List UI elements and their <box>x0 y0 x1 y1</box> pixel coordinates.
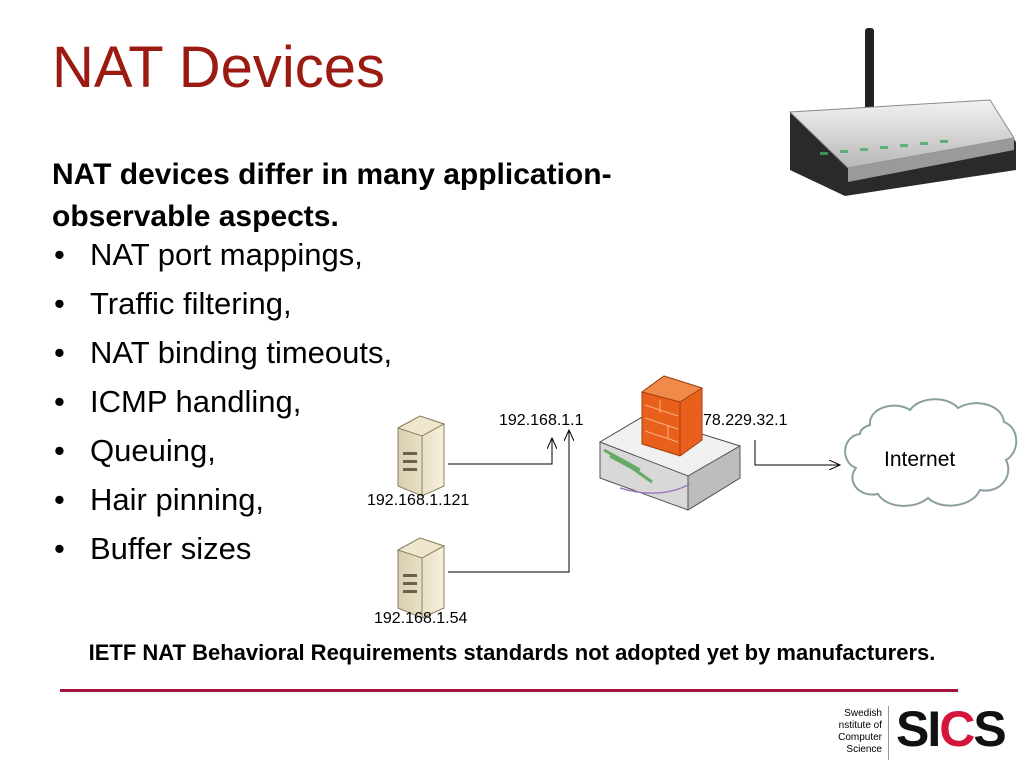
bullet-glyph: • <box>54 286 65 321</box>
list-item: •NAT binding timeouts, <box>52 331 392 380</box>
list-item: •Queuing, <box>52 429 392 478</box>
firewall-icon <box>640 375 704 457</box>
bullet-glyph: • <box>54 335 65 370</box>
host2-ip: 192.168.1.54 <box>374 610 468 627</box>
link-line <box>448 430 569 573</box>
logo-divider <box>888 706 889 760</box>
sics-logo: SICS <box>896 701 1007 757</box>
link-line <box>754 440 840 465</box>
list-item: •Hair pinning, <box>52 478 392 527</box>
bullet-glyph: • <box>54 482 65 517</box>
list-item: •ICMP handling, <box>52 380 392 429</box>
bullet-list: •NAT port mappings, •Traffic filtering, … <box>52 233 392 576</box>
bullet-glyph: • <box>54 433 65 468</box>
gateway-wan-ip: 78.229.32.1 <box>703 412 788 429</box>
list-item: •Traffic filtering, <box>52 282 392 331</box>
wireless-router-image <box>788 28 1016 196</box>
bullet-glyph: • <box>54 237 65 272</box>
bullet-glyph: • <box>54 531 65 566</box>
logo-caption: Swedish nstitute of Computer Science <box>838 708 882 755</box>
server-icon <box>396 537 446 619</box>
cloud-label: Internet <box>884 448 955 471</box>
link-line <box>448 438 552 465</box>
slide-title: NAT Devices <box>52 35 386 100</box>
cloud-icon <box>844 398 1018 507</box>
list-item: •Buffer sizes <box>52 527 392 576</box>
divider-line <box>60 689 958 692</box>
list-item: •NAT port mappings, <box>52 233 392 282</box>
host1-ip: 192.168.1.121 <box>367 492 469 509</box>
bullet-glyph: • <box>54 384 65 419</box>
intro-text: NAT devices differ in many application-o… <box>52 158 612 233</box>
footer-note: IETF NAT Behavioral Requirements standar… <box>88 640 936 665</box>
gateway-lan-ip: 192.168.1.1 <box>499 412 584 429</box>
server-icon <box>396 415 446 497</box>
